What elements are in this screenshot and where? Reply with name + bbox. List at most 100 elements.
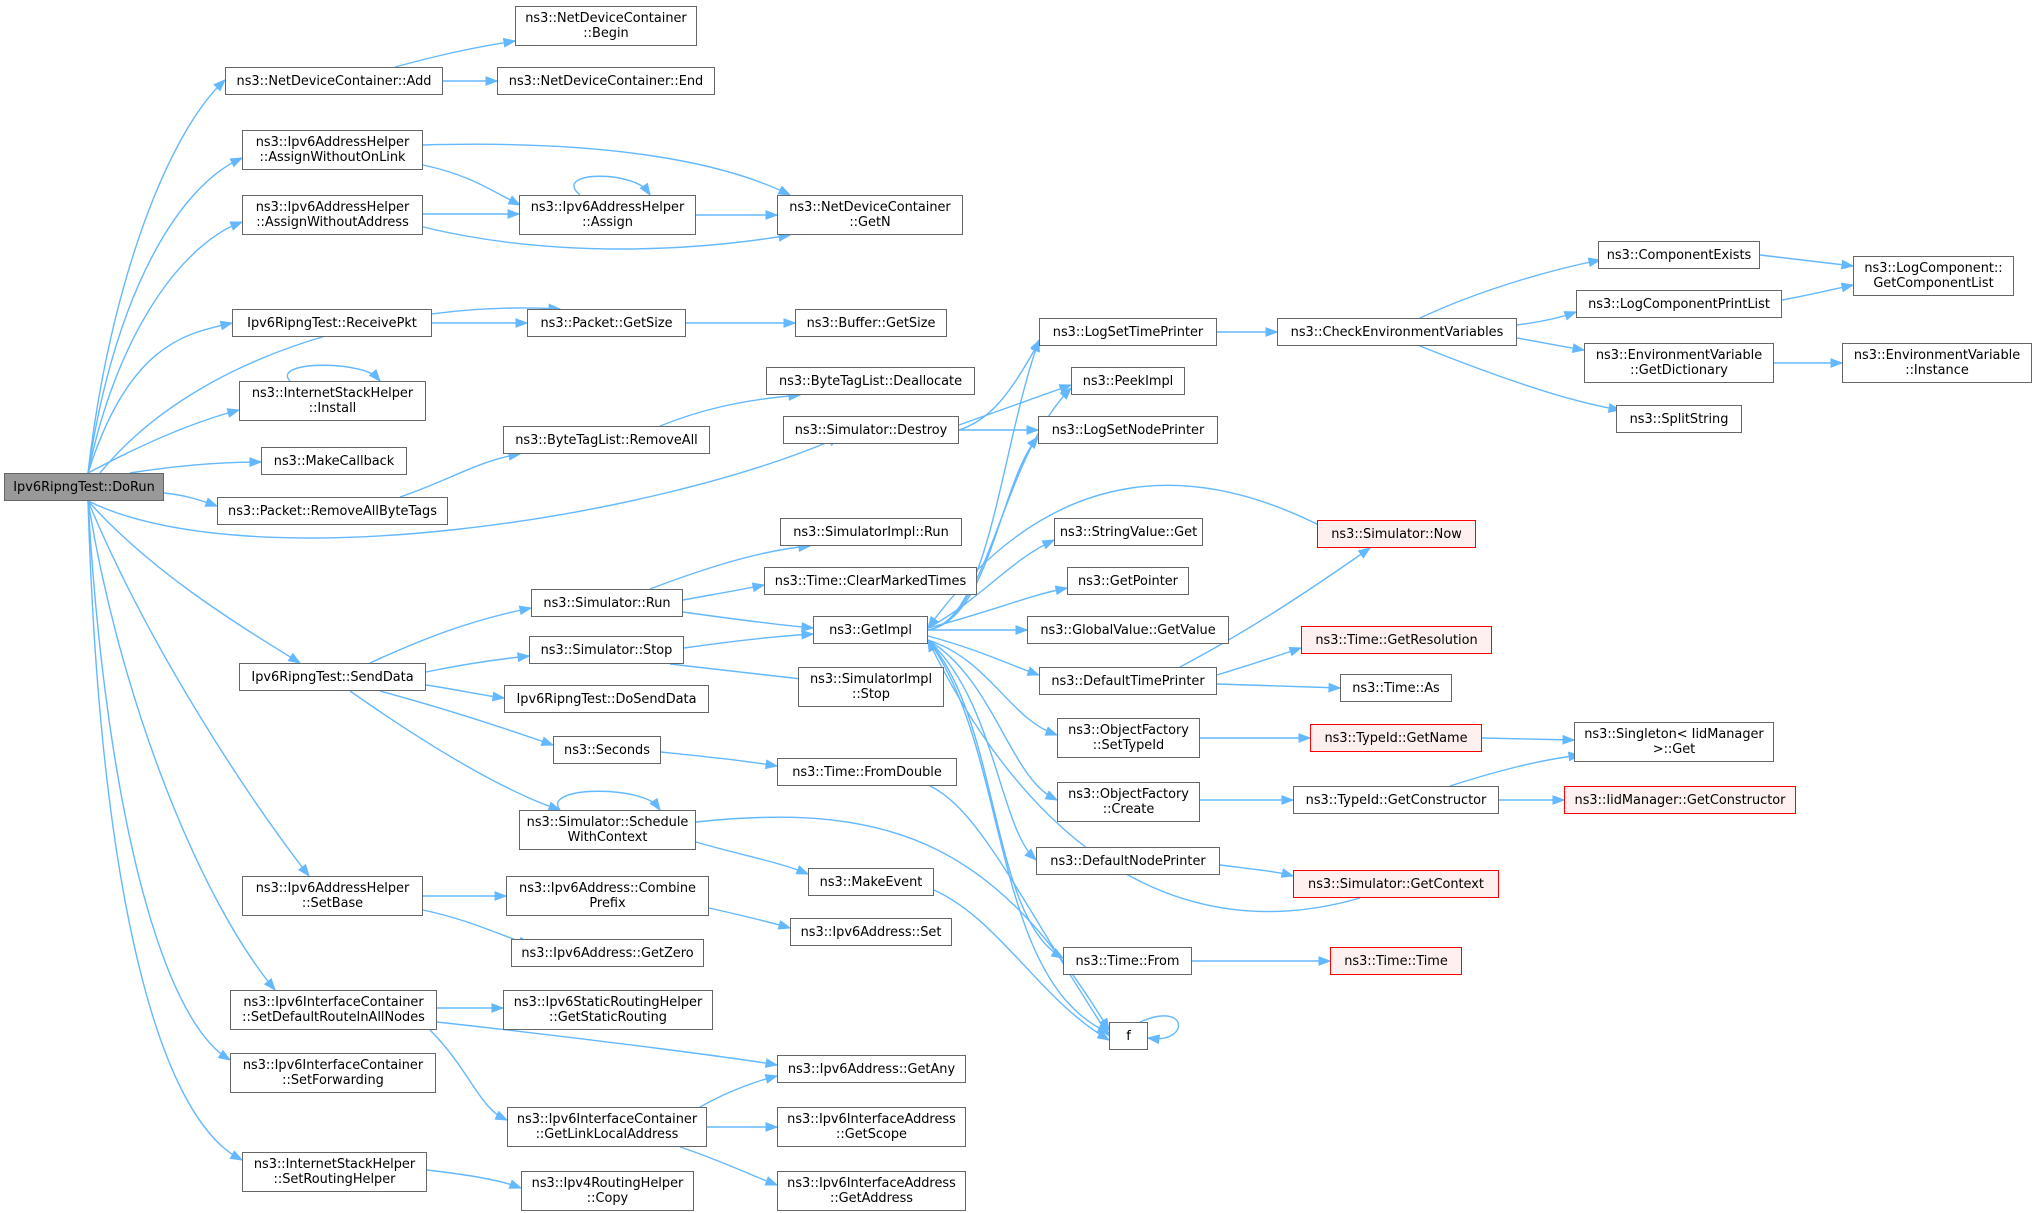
node-of-create[interactable]: ns3::ObjectFactory::Create <box>1057 782 1200 822</box>
edge-compexists-to-lc-gcl-arrowhead <box>1840 259 1855 270</box>
node-ndc-end[interactable]: ns3::NetDeviceContainer::End <box>497 67 715 95</box>
node-addr-getany[interactable]: ns3::Ipv6Address::GetAny <box>777 1055 966 1083</box>
edge-root-to-pkt-rabt-arrowhead <box>204 497 219 507</box>
node-rh-copy[interactable]: ns3::Ipv4RoutingHelper::Copy <box>521 1171 694 1211</box>
edge-of-create-to-typeid-getctor-arrowhead <box>1281 795 1295 805</box>
edge-ic-sdr-to-addr-getany-arrowhead <box>764 1058 779 1068</box>
node-ia-getaddr[interactable]: ns3::Ipv6InterfaceAddress::GetAddress <box>777 1171 966 1211</box>
node-ia-getscope[interactable]: ns3::Ipv6InterfaceAddress::GetScope <box>777 1107 966 1147</box>
node-of-settypeid[interactable]: ns3::ObjectFactory::SetTypeId <box>1057 718 1200 758</box>
node-ndc-add[interactable]: ns3::NetDeviceContainer::Add <box>225 67 443 95</box>
node-ic-sdr[interactable]: ns3::Ipv6InterfaceContainer::SetDefaultR… <box>230 990 437 1030</box>
node-lc-gcl[interactable]: ns3::LogComponent::GetComponentList <box>1853 256 2014 296</box>
node-gv-getvalue[interactable]: ns3::GlobalValue::GetValue <box>1027 616 1229 644</box>
edge-sim-swc-to-makeevent <box>695 841 809 875</box>
node-ah-setbase[interactable]: ns3::Ipv6AddressHelper::SetBase <box>242 876 423 916</box>
node-sv-get[interactable]: ns3::StringValue::Get <box>1054 518 1203 546</box>
node-makeevent[interactable]: ns3::MakeEvent <box>808 868 934 896</box>
edge-root-to-ic-sdr-arrowhead <box>263 977 276 992</box>
node-ev-getdict[interactable]: ns3::EnvironmentVariable::GetDictionary <box>1584 343 1774 383</box>
node-splitstring[interactable]: ns3::SplitString <box>1616 405 1742 433</box>
node-simimpl-stop[interactable]: ns3::SimulatorImpl::Stop <box>798 667 944 707</box>
edge-sim-swc-to-sim-swc-arrowhead <box>649 797 661 812</box>
node-checkenv[interactable]: ns3::CheckEnvironmentVariables <box>1277 318 1517 346</box>
node-makecallback[interactable]: ns3::MakeCallback <box>261 447 407 475</box>
node-btl-removeall[interactable]: ns3::ByteTagList::RemoveAll <box>503 426 710 454</box>
node-ndc-getn[interactable]: ns3::NetDeviceContainer::GetN <box>777 195 963 235</box>
node-peekimpl[interactable]: ns3::PeekImpl <box>1071 367 1185 395</box>
node-ish-install[interactable]: ns3::InternetStackHelper::Install <box>239 381 426 421</box>
edge-sim-run-to-getimpl-arrowhead <box>801 622 815 632</box>
node-ah-awoa[interactable]: ns3::Ipv6AddressHelper::AssignWithoutAdd… <box>242 195 423 235</box>
node-pkt-rabt[interactable]: ns3::Packet::RemoveAllByteTags <box>217 497 448 525</box>
node-btl-dealloc[interactable]: ns3::ByteTagList::Deallocate <box>766 367 975 395</box>
edge-defnp-to-sim-getcontext-arrowhead <box>1280 868 1295 878</box>
node-logsetnp[interactable]: ns3::LogSetNodePrinter <box>1038 416 1218 444</box>
node-logsettp[interactable]: ns3::LogSetTimePrinter <box>1039 318 1217 346</box>
edge-f-to-f-arrowhead <box>1146 1034 1160 1045</box>
node-addr-getzero[interactable]: ns3::Ipv6Address::GetZero <box>511 939 704 967</box>
node-time-getres[interactable]: ns3::Time::GetResolution <box>1301 626 1492 654</box>
edge-sim-run-to-getimpl <box>682 611 814 629</box>
edge-ic-sdr-to-ic-gll <box>429 1029 508 1121</box>
node-senddata[interactable]: Ipv6RipngTest::SendData <box>239 663 426 691</box>
node-iid-getctor[interactable]: ns3::IidManager::GetConstructor <box>1564 786 1796 814</box>
node-f[interactable]: f <box>1109 1022 1148 1050</box>
edge-ah-assign-to-ah-assign-arrowhead <box>639 182 651 197</box>
edge-sim-getcontext-to-getimpl-arrowhead <box>927 638 938 653</box>
edge-root-to-makecallback-arrowhead <box>249 457 263 467</box>
node-time-from[interactable]: ns3::Time::From <box>1063 947 1192 975</box>
node-pkt-getsize[interactable]: ns3::Packet::GetSize <box>527 309 686 337</box>
edge-getimpl-to-time-from <box>927 639 1064 959</box>
node-sim-now[interactable]: ns3::Simulator::Now <box>1317 520 1476 548</box>
node-singleton-get[interactable]: ns3::Singleton< IidManager>::Get <box>1574 722 1774 762</box>
edge-deftp-to-time-as-arrowhead <box>1328 682 1342 693</box>
node-buf-getsize[interactable]: ns3::Buffer::GetSize <box>795 309 947 337</box>
node-typeid-getctor[interactable]: ns3::TypeId::GetConstructor <box>1293 786 1499 814</box>
node-time-as[interactable]: ns3::Time::As <box>1340 674 1452 702</box>
node-receivepkt[interactable]: Ipv6RipngTest::ReceivePkt <box>232 309 432 337</box>
edge-checkenv-to-ev-getdict-arrowhead <box>1571 343 1586 353</box>
edge-ev-getdict-to-ev-instance-arrowhead <box>1830 358 1844 368</box>
node-sim-getcontext[interactable]: ns3::Simulator::GetContext <box>1293 870 1499 898</box>
edge-ndc-add-to-ndc-begin <box>394 40 516 68</box>
node-typeid-getname[interactable]: ns3::TypeId::GetName <box>1310 724 1482 752</box>
node-getpointer[interactable]: ns3::GetPointer <box>1067 567 1189 595</box>
node-srh-gsr[interactable]: ns3::Ipv6StaticRoutingHelper::GetStaticR… <box>503 990 713 1030</box>
node-time-cmt[interactable]: ns3::Time::ClearMarkedTimes <box>764 567 977 595</box>
node-ic-setfwd[interactable]: ns3::Ipv6InterfaceContainer::SetForwardi… <box>230 1053 436 1093</box>
edge-sim-now-to-getimpl-arrowhead <box>927 615 939 630</box>
node-ev-instance[interactable]: ns3::EnvironmentVariable::Instance <box>1842 343 2032 383</box>
node-getimpl[interactable]: ns3::GetImpl <box>813 616 928 644</box>
node-ish-srh[interactable]: ns3::InternetStackHelper::SetRoutingHelp… <box>242 1152 427 1192</box>
edge-senddata-to-sim-run <box>369 607 532 664</box>
node-ic-gll[interactable]: ns3::Ipv6InterfaceContainer::GetLinkLoca… <box>507 1107 707 1147</box>
node-compexists[interactable]: ns3::ComponentExists <box>1598 241 1760 269</box>
node-simimpl-run[interactable]: ns3::SimulatorImpl::Run <box>780 518 962 546</box>
edge-ah-setbase-to-addr-combine-arrowhead <box>494 891 508 901</box>
node-time-time[interactable]: ns3::Time::Time <box>1330 947 1462 975</box>
node-addr-set[interactable]: ns3::Ipv6Address::Set <box>790 918 952 946</box>
node-logcpl[interactable]: ns3::LogComponentPrintList <box>1576 290 1782 318</box>
node-time-fromdouble[interactable]: ns3::Time::FromDouble <box>777 758 957 786</box>
edge-root-to-ah-setbase <box>87 500 310 877</box>
edge-ish-srh-to-rh-copy-arrowhead <box>508 1179 523 1189</box>
node-sim-run[interactable]: ns3::Simulator::Run <box>531 589 683 617</box>
node-deftp[interactable]: ns3::DefaultTimePrinter <box>1039 667 1217 695</box>
edge-ah-awol-to-ndc-getn-arrowhead <box>777 185 792 196</box>
edge-senddata-to-seconds-arrowhead <box>540 736 555 746</box>
node-sim-destroy[interactable]: ns3::Simulator::Destroy <box>783 416 959 444</box>
edge-ah-assign-to-ah-assign <box>573 175 651 196</box>
node-ah-awol[interactable]: ns3::Ipv6AddressHelper::AssignWithoutOnL… <box>242 130 423 170</box>
edge-seconds-to-time-fromdouble <box>660 751 778 767</box>
node-dosenddata[interactable]: Ipv6RipngTest::DoSendData <box>504 685 709 713</box>
node-seconds[interactable]: ns3::Seconds <box>553 736 661 764</box>
node-defnp[interactable]: ns3::DefaultNodePrinter <box>1036 847 1220 875</box>
node-ndc-begin[interactable]: ns3::NetDeviceContainer::Begin <box>515 6 697 46</box>
node-ah-assign[interactable]: ns3::Ipv6AddressHelper::Assign <box>519 195 696 235</box>
node-sim-stop[interactable]: ns3::Simulator::Stop <box>529 636 684 664</box>
node-root[interactable]: Ipv6RipngTest::DoRun <box>4 473 164 501</box>
edge-ish-srh-to-rh-copy <box>426 1169 522 1189</box>
